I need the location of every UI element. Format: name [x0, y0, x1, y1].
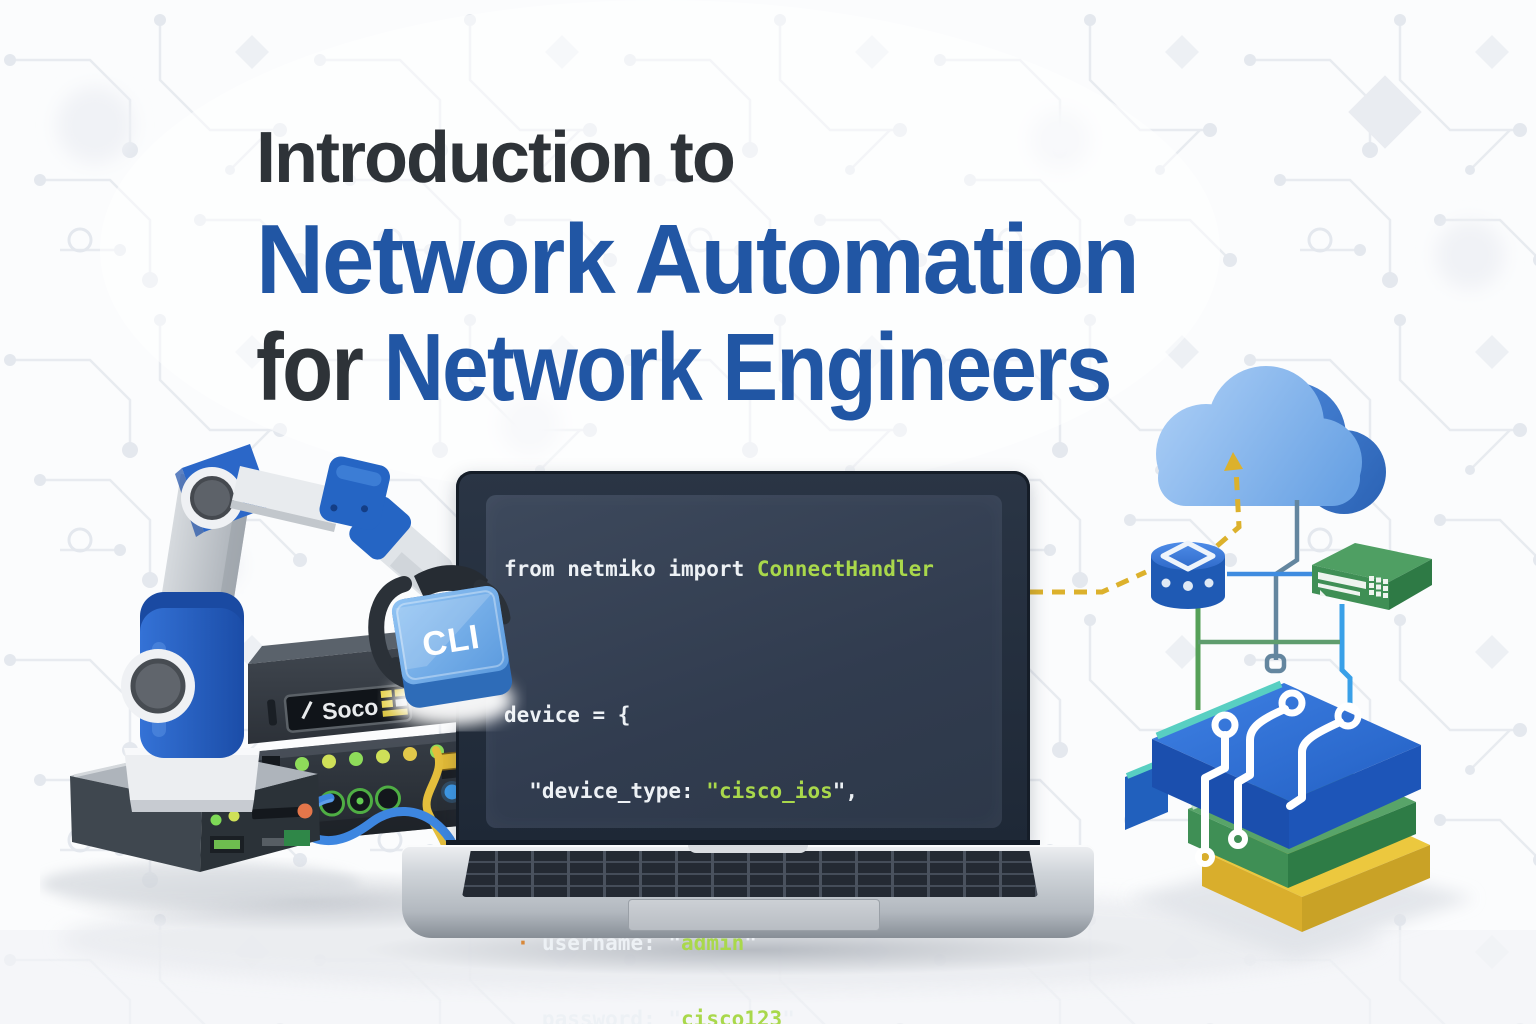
title-line-3: for Network Engineers — [256, 320, 1112, 416]
cloud-downlink — [1273, 500, 1300, 660]
dashed-arrowhead — [1224, 452, 1243, 471]
gripper-and-cli-keycap: CLI — [368, 565, 514, 726]
title-line-3-prefix: for — [256, 314, 384, 421]
connection-lines — [1030, 452, 1353, 710]
network-diagram — [1030, 366, 1475, 958]
title-block: Introduction to Network Automation for N… — [256, 122, 1238, 416]
switch-icon — [1312, 543, 1432, 610]
switch-stack-link — [1339, 604, 1353, 706]
title-line-2: Network Automation — [256, 204, 1140, 314]
layer-stack — [1125, 680, 1475, 958]
title-line-1: Introduction to — [256, 118, 736, 198]
cloud-icon — [1156, 366, 1386, 514]
robot-arm — [121, 444, 454, 812]
laptop-screen: from netmiko import ConnectHandler devic… — [456, 471, 1030, 1024]
stack-circuit-traces — [1195, 689, 1362, 867]
code-line-device-type: "device_type: "cisco_ios", — [504, 779, 859, 803]
router-icon — [1151, 540, 1225, 609]
code-editor-panel: from netmiko import ConnectHandler devic… — [486, 495, 1002, 1024]
laptop-notch — [688, 845, 808, 853]
dashed-link-laptop-router — [1030, 569, 1148, 595]
device-display-label: Soco — [321, 693, 379, 724]
horizontal-arm — [232, 466, 344, 524]
cli-keycap-label: CLI — [420, 618, 483, 665]
cli-keycap: CLI — [391, 585, 513, 708]
code-line-import: from netmiko import ConnectHandler — [504, 557, 934, 581]
laptop-keyboard — [462, 851, 1038, 897]
laptop-trackpad — [628, 899, 880, 931]
laptop-body — [402, 845, 1094, 938]
title-line-3-main: Network Engineers — [383, 314, 1113, 421]
link-connector — [1264, 653, 1287, 674]
python-code: from netmiko import ConnectHandler devic… — [504, 507, 1022, 1024]
code-line-password: password: "cisco123" — [504, 1007, 795, 1024]
switch-front-details — [1318, 572, 1388, 598]
stack-layer-blue — [1152, 680, 1421, 849]
base-panel — [210, 803, 313, 853]
wrist-block — [319, 456, 390, 530]
yellow-cable — [422, 746, 452, 858]
dashed-link-router-cloud — [1215, 467, 1242, 548]
code-line-device-open: device = { — [504, 703, 631, 727]
